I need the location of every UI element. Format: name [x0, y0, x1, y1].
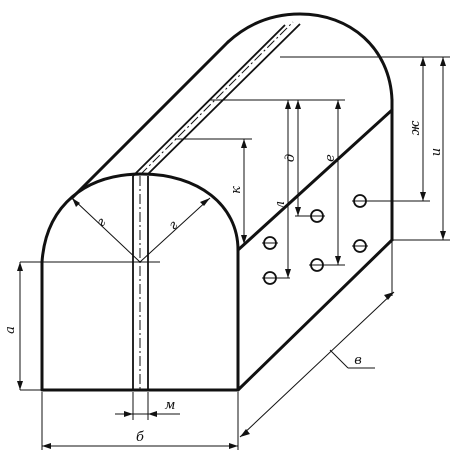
roof-strip-centerline [139, 21, 294, 176]
label-l: л [273, 201, 288, 209]
greenhouse-body [20, 12, 394, 392]
label-a: а [3, 326, 18, 334]
label-v: в [354, 353, 362, 368]
roof-strip-right [147, 23, 301, 175]
side-wall-top-edge [236, 108, 394, 252]
vent-hole [262, 236, 278, 250]
label-d: д [283, 154, 298, 162]
back-arch [226, 12, 394, 242]
dimension-labels: а б м в г г к л д е ж и [3, 120, 444, 445]
label-zh: ж [408, 120, 423, 135]
label-b: б [136, 430, 144, 445]
front-face-outline [40, 172, 240, 392]
roof-strip-left [132, 24, 286, 177]
label-i: и [429, 148, 444, 156]
vent-hole [309, 209, 325, 223]
label-e: е [323, 154, 338, 162]
vent-hole [352, 239, 368, 253]
label-g-right: г [166, 218, 182, 234]
label-k: к [229, 186, 244, 194]
side-bottom-edge [236, 238, 394, 392]
roof-left-edge [70, 40, 230, 200]
vent-hole [352, 194, 368, 208]
dimension-lines [17, 56, 450, 450]
label-m: м [165, 398, 176, 413]
label-g-left: г [94, 215, 110, 231]
